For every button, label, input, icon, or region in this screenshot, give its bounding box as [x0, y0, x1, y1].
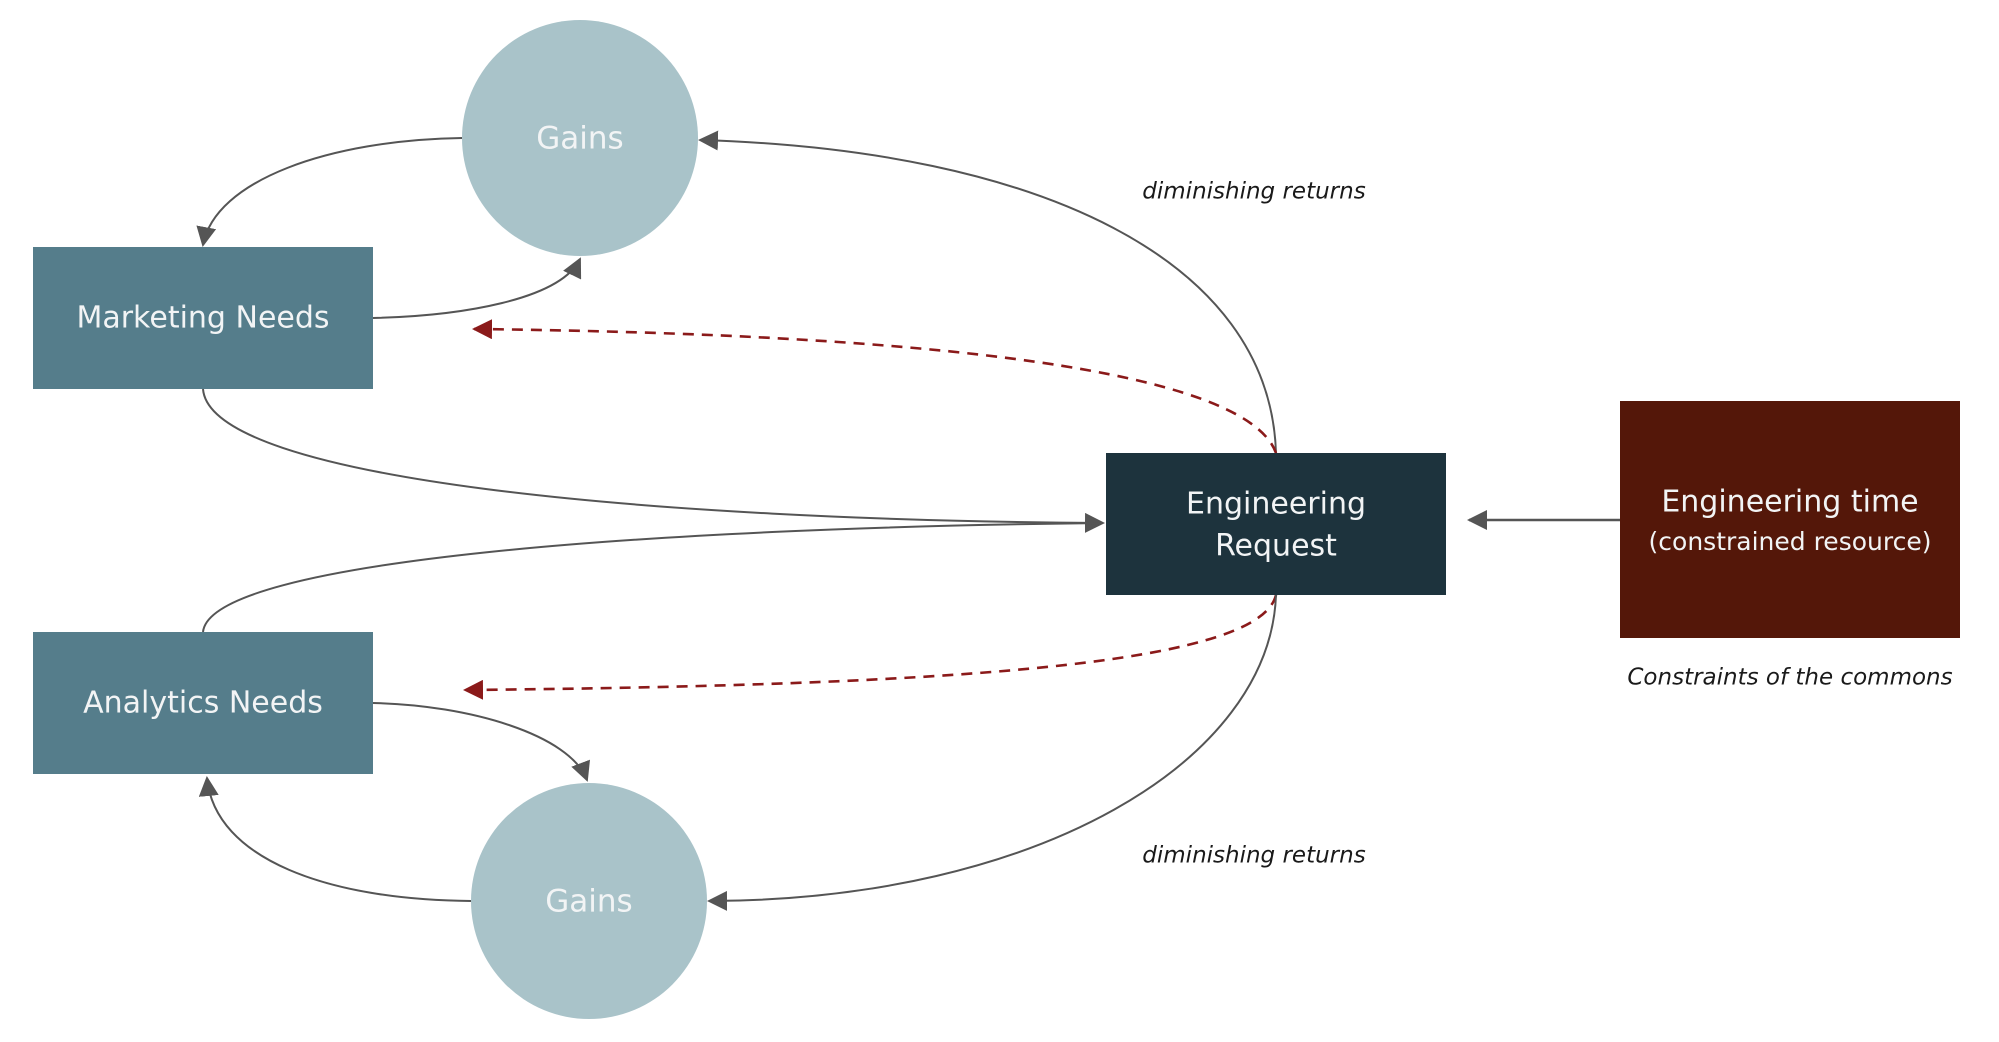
gains-bottom-node: Gains: [471, 783, 707, 1019]
gains-top-label: Gains: [536, 121, 623, 157]
engineering-request-box: [1106, 453, 1446, 595]
marketing-needs-box: [33, 247, 373, 389]
edge-engineering-request-to-gains-top: [698, 130, 1277, 454]
engineering-time-node: Engineering time (constrained resource): [1620, 401, 1960, 638]
engineering-request-label-line2: Request: [1215, 529, 1337, 564]
engineering-time-box: [1620, 401, 1960, 638]
edge-marketing-to-engineering-request: [202, 388, 1105, 533]
edge-engineering-request-to-marketing-dashed: [472, 319, 1278, 454]
gains-top-node: Gains: [462, 20, 698, 256]
diminishing-returns-bottom-label: diminishing returns: [1142, 843, 1365, 869]
marketing-needs-label: Marketing Needs: [76, 301, 329, 336]
constraints-of-the-commons-caption: Constraints of the commons: [1627, 665, 1952, 691]
gains-bottom-label: Gains: [545, 884, 632, 920]
diminishing-returns-top-label: diminishing returns: [1142, 179, 1365, 205]
edge-gains-top-to-marketing: [196, 137, 463, 247]
edge-analytics-to-gains-bottom: [372, 702, 590, 782]
analytics-needs-label: Analytics Needs: [83, 686, 323, 721]
gains-bottom-circle: [471, 783, 707, 1019]
engineering-request-node: Engineering Request: [1106, 453, 1446, 595]
gains-top-circle: [462, 20, 698, 256]
edge-engineering-request-to-gains-bottom: [707, 594, 1277, 911]
marketing-needs-node: Marketing Needs: [33, 247, 373, 389]
analytics-needs-box: [33, 632, 373, 774]
engineering-time-label-line1: Engineering time: [1661, 485, 1918, 520]
edge-marketing-to-gains-top: [372, 257, 582, 319]
engineering-request-label-line1: Engineering: [1186, 487, 1366, 522]
engineering-time-label-line2: (constrained resource): [1649, 527, 1932, 556]
analytics-needs-node: Analytics Needs: [33, 632, 373, 774]
edge-engineering-request-to-analytics-dashed: [463, 594, 1278, 700]
edge-analytics-to-engineering-request: [202, 522, 1104, 633]
edge-gains-bottom-to-analytics: [198, 776, 472, 902]
